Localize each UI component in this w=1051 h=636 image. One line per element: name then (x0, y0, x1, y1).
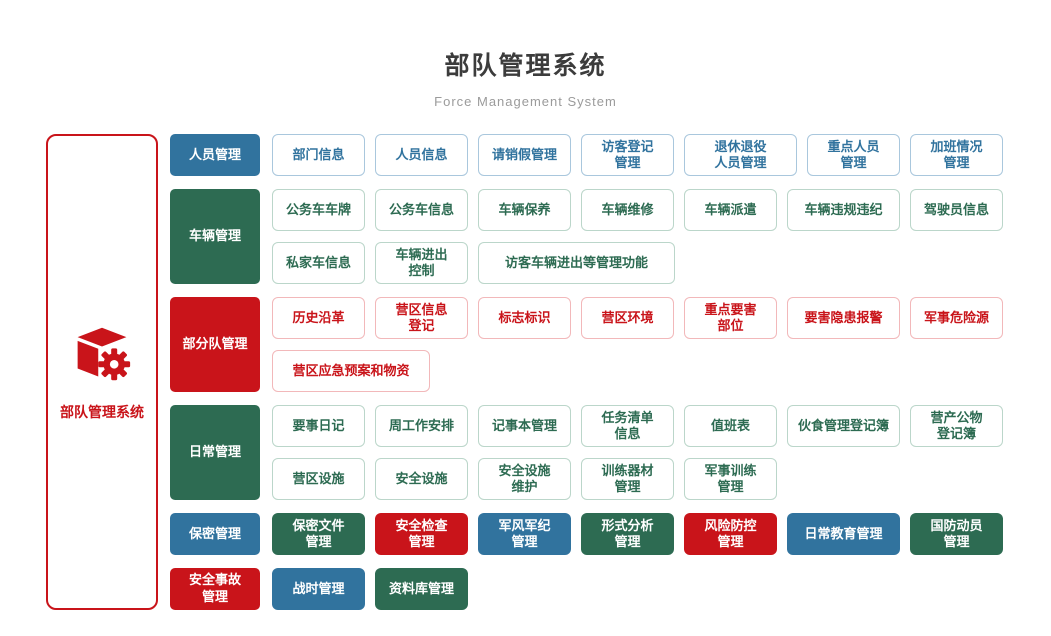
row-line: 营区应急预案和物资 (272, 350, 1003, 392)
item-box: 任务清单 信息 (581, 405, 674, 447)
row-line: 部门信息人员信息请销假管理访客登记 管理退休退役 人员管理重点人员 管理加班情况… (272, 134, 1003, 176)
item-box: 形式分析 管理 (581, 513, 674, 555)
main-content: 部队管理系统 人员管理部门信息人员信息请销假管理访客登记 管理退休退役 人员管理… (0, 134, 1051, 610)
item-box: 记事本管理 (478, 405, 571, 447)
row-lines: 部门信息人员信息请销假管理访客登记 管理退休退役 人员管理重点人员 管理加班情况… (272, 134, 1003, 176)
row: 安全事故 管理战时管理资料库管理 (170, 568, 1003, 610)
page-subtitle: Force Management System (434, 94, 617, 109)
item-box: 车辆维修 (581, 189, 674, 231)
item-box: 军事训练 管理 (684, 458, 777, 500)
item-box: 私家车信息 (272, 242, 365, 284)
page-title: 部队管理系统 (444, 52, 607, 80)
item-box: 战时管理 (272, 568, 365, 610)
item-box: 要事日记 (272, 405, 365, 447)
item-box: 安全设施 (375, 458, 468, 500)
row-line: 保密文件 管理安全检查 管理军风军纪 管理形式分析 管理风险防控 管理日常教育管… (272, 513, 1003, 555)
item-box: 退休退役 人员管理 (684, 134, 797, 176)
item-box: 安全检查 管理 (375, 513, 468, 555)
item-box: 值班表 (684, 405, 777, 447)
item-box: 资料库管理 (375, 568, 468, 610)
category-box: 安全事故 管理 (170, 568, 260, 610)
item-box: 重点要害 部位 (684, 297, 777, 339)
category-box: 日常管理 (170, 405, 260, 500)
item-box: 车辆违规违纪 (787, 189, 900, 231)
item-box: 国防动员 管理 (910, 513, 1003, 555)
item-box: 营产公物 登记簿 (910, 405, 1003, 447)
system-root-box: 部队管理系统 (46, 134, 158, 610)
row: 人员管理部门信息人员信息请销假管理访客登记 管理退休退役 人员管理重点人员 管理… (170, 134, 1003, 176)
system-root-label: 部队管理系统 (60, 403, 144, 420)
category-box: 车辆管理 (170, 189, 260, 284)
row: 日常管理要事日记周工作安排记事本管理任务清单 信息值班表伙食管理登记簿营产公物 … (170, 405, 1003, 500)
rows: 人员管理部门信息人员信息请销假管理访客登记 管理退休退役 人员管理重点人员 管理… (170, 134, 1003, 610)
cube-gear-icon (72, 323, 132, 388)
row-line: 历史沿革营区信息 登记标志标识营区环境重点要害 部位要害隐患报警军事危险源 (272, 297, 1003, 339)
row-lines: 保密文件 管理安全检查 管理军风军纪 管理形式分析 管理风险防控 管理日常教育管… (272, 513, 1003, 555)
item-box: 公务车车牌 (272, 189, 365, 231)
item-box: 请销假管理 (478, 134, 571, 176)
item-box: 人员信息 (375, 134, 468, 176)
row-line: 战时管理资料库管理 (272, 568, 468, 610)
row-line: 私家车信息车辆进出 控制访客车辆进出等管理功能 (272, 242, 1003, 284)
item-box: 营区设施 (272, 458, 365, 500)
item-box: 要害隐患报警 (787, 297, 900, 339)
item-box: 营区信息 登记 (375, 297, 468, 339)
category-box: 人员管理 (170, 134, 260, 176)
item-box: 安全设施 维护 (478, 458, 571, 500)
item-box: 访客登记 管理 (581, 134, 674, 176)
row-lines: 战时管理资料库管理 (272, 568, 468, 610)
item-box: 车辆进出 控制 (375, 242, 468, 284)
category-box: 部分队管理 (170, 297, 260, 392)
row-line: 要事日记周工作安排记事本管理任务清单 信息值班表伙食管理登记簿营产公物 登记簿 (272, 405, 1003, 447)
item-box: 标志标识 (478, 297, 571, 339)
item-box: 重点人员 管理 (807, 134, 900, 176)
item-box: 周工作安排 (375, 405, 468, 447)
item-box: 车辆保养 (478, 189, 571, 231)
item-box: 训练器材 管理 (581, 458, 674, 500)
row-line: 营区设施安全设施安全设施 维护训练器材 管理军事训练 管理 (272, 458, 1003, 500)
row: 车辆管理公务车车牌公务车信息车辆保养车辆维修车辆派遣车辆违规违纪驾驶员信息私家车… (170, 189, 1003, 284)
item-box: 加班情况 管理 (910, 134, 1003, 176)
row-lines: 要事日记周工作安排记事本管理任务清单 信息值班表伙食管理登记簿营产公物 登记簿营… (272, 405, 1003, 500)
item-box: 保密文件 管理 (272, 513, 365, 555)
item-box: 军风军纪 管理 (478, 513, 571, 555)
item-box: 营区应急预案和物资 (272, 350, 430, 392)
item-box: 访客车辆进出等管理功能 (478, 242, 675, 284)
item-box: 车辆派遣 (684, 189, 777, 231)
item-box: 军事危险源 (910, 297, 1003, 339)
item-box: 风险防控 管理 (684, 513, 777, 555)
row: 保密管理保密文件 管理安全检查 管理军风军纪 管理形式分析 管理风险防控 管理日… (170, 513, 1003, 555)
item-box: 历史沿革 (272, 297, 365, 339)
category-box: 保密管理 (170, 513, 260, 555)
item-box: 公务车信息 (375, 189, 468, 231)
row-line: 公务车车牌公务车信息车辆保养车辆维修车辆派遣车辆违规违纪驾驶员信息 (272, 189, 1003, 231)
header: 部队管理系统 Force Management System (0, 0, 1051, 109)
row-lines: 公务车车牌公务车信息车辆保养车辆维修车辆派遣车辆违规违纪驾驶员信息私家车信息车辆… (272, 189, 1003, 284)
item-box: 驾驶员信息 (910, 189, 1003, 231)
item-box: 营区环境 (581, 297, 674, 339)
item-box: 日常教育管理 (787, 513, 900, 555)
item-box: 部门信息 (272, 134, 365, 176)
row-lines: 历史沿革营区信息 登记标志标识营区环境重点要害 部位要害隐患报警军事危险源营区应… (272, 297, 1003, 392)
item-box: 伙食管理登记簿 (787, 405, 900, 447)
row: 部分队管理历史沿革营区信息 登记标志标识营区环境重点要害 部位要害隐患报警军事危… (170, 297, 1003, 392)
